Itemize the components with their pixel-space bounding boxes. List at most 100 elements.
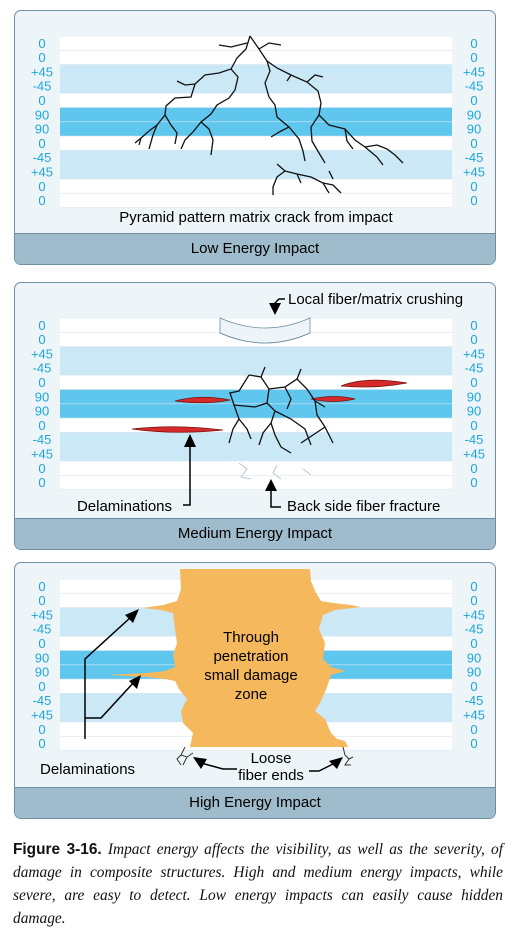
ply-layer [60, 346, 452, 361]
ply-label-right: 0 [470, 136, 477, 151]
zone-label-line: penetration [213, 648, 288, 665]
ply-label-left: 90 [35, 122, 49, 137]
ply-label-right: +45 [463, 64, 485, 79]
matrix-crack-annotation: Pyramid pattern matrix crack from impact [119, 209, 393, 226]
ply-label-left: -45 [33, 150, 52, 165]
loose-fiber-ends [176, 746, 354, 766]
zone-label: Through penetration small damage zone [204, 629, 297, 703]
ply-label-right: 0 [470, 93, 477, 108]
crushing-dent-lower [219, 332, 311, 344]
ply-layer [60, 93, 452, 108]
ply-label-left: 0 [38, 579, 45, 594]
loose-fiber-label-line: Loose [251, 750, 292, 767]
ply-label-left: +45 [31, 64, 53, 79]
ply-layer [60, 389, 452, 404]
ply-label-right: 0 [470, 636, 477, 651]
ply-label-right: 0 [470, 475, 477, 490]
ply-label-left: -45 [33, 432, 52, 447]
ply-layer [60, 318, 452, 333]
loose-fiber-arrows [200, 762, 336, 772]
ply-label-right: -45 [465, 622, 484, 637]
ply-label-right: 90 [467, 107, 481, 122]
ply-label-left: 90 [35, 404, 49, 419]
ply-label-left: 0 [38, 736, 45, 751]
ply-label-right: 90 [467, 650, 481, 665]
backside-fractured-fibers [238, 462, 312, 480]
ply-label-right: 0 [470, 593, 477, 608]
ply-label-right: 0 [470, 736, 477, 751]
ply-label-right: 0 [470, 318, 477, 333]
ply-label-left: 0 [38, 50, 45, 65]
ply-layer [60, 403, 452, 419]
caption-text: Impact energy affects the visibility, as… [13, 841, 503, 927]
ply-label-left: 0 [38, 36, 45, 51]
ply-label-left: +45 [31, 447, 53, 462]
high-energy-title: High Energy Impact [15, 787, 495, 818]
ply-label-left: +45 [31, 165, 53, 180]
ply-label-right: +45 [463, 346, 485, 361]
ply-layer [60, 475, 452, 490]
loose-fiber-arrowhead [329, 757, 343, 769]
ply-layer [60, 136, 452, 151]
figure-caption: Figure 3-16. Impact energy affects the v… [13, 838, 503, 930]
ply-layer [60, 360, 452, 376]
ply-label-right: -45 [465, 150, 484, 165]
ply-label-right: 90 [467, 404, 481, 419]
ply-label-left: +45 [31, 346, 53, 361]
ply-label-left: -45 [33, 79, 52, 94]
zone-label-line: small damage [204, 667, 297, 684]
ply-label-right: -45 [465, 361, 484, 376]
ply-layer [60, 121, 452, 137]
ply-label-left: -45 [33, 693, 52, 708]
ply-label-left: 0 [38, 593, 45, 608]
ply-label-left: +45 [31, 607, 53, 622]
ply-layer [60, 50, 452, 65]
delamination-arrowhead [125, 609, 139, 623]
medium-energy-title: Medium Energy Impact [15, 518, 495, 549]
ply-label-left: 0 [38, 722, 45, 737]
ply-label-right: 0 [470, 179, 477, 194]
crushing-callout: Local fiber/matrix crushing [269, 291, 463, 315]
ply-label-left: -45 [33, 622, 52, 637]
ply-label-left: 0 [38, 475, 45, 490]
backside-label: Back side fiber fracture [287, 498, 440, 515]
ply-label-right: 90 [467, 389, 481, 404]
ply-label-right: -45 [465, 79, 484, 94]
ply-layer [60, 446, 452, 461]
ply-label-right: 0 [470, 375, 477, 390]
ply-layer [60, 36, 452, 51]
delamination-arrowhead [129, 675, 141, 689]
ply-layer [60, 461, 452, 476]
ply-label-right: 0 [470, 418, 477, 433]
ply-label-right: 0 [470, 36, 477, 51]
ply-label-left: 90 [35, 650, 49, 665]
ply-label-left: 0 [38, 136, 45, 151]
delaminations-label: Delaminations [40, 761, 135, 778]
delaminations-label: Delaminations [77, 498, 172, 515]
ply-label-right: 0 [470, 722, 477, 737]
ply-layer [60, 107, 452, 122]
backside-callout: Back side fiber fracture [265, 479, 440, 515]
delaminations-callout: Delaminations [77, 434, 196, 515]
ply-layer [60, 78, 452, 94]
ply-label-right: 0 [470, 579, 477, 594]
ply-layer [60, 179, 452, 194]
ply-label-right: +45 [463, 708, 485, 723]
matrix-crack-pattern [134, 35, 404, 195]
ply-layer [60, 150, 452, 165]
ply-label-left: 90 [35, 107, 49, 122]
ply-layer [60, 418, 452, 433]
ply-label-left: 0 [38, 318, 45, 333]
ply-label-left: +45 [31, 708, 53, 723]
ply-label-right: +45 [463, 165, 485, 180]
ply-label-right: 90 [467, 122, 481, 137]
ply-label-left: 0 [38, 679, 45, 694]
delaminations-callout [84, 616, 136, 739]
ply-layer [60, 164, 452, 179]
ply-label-left: 0 [38, 375, 45, 390]
ply-label-left: 90 [35, 665, 49, 680]
